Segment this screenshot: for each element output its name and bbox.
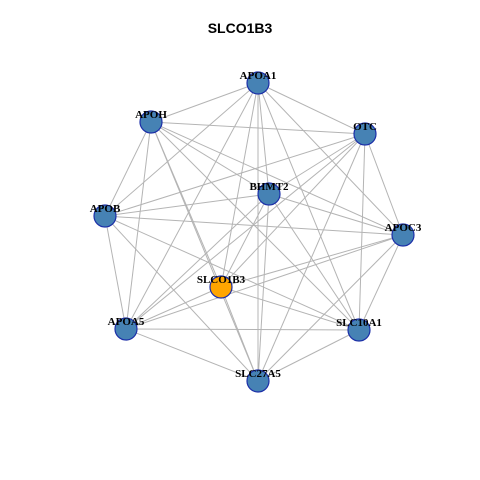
node-apoa1 bbox=[246, 71, 270, 95]
edge-apoh-apoa5 bbox=[125, 121, 152, 330]
node-slc27a5 bbox=[246, 369, 270, 393]
node-label-apoh: APOH bbox=[135, 109, 167, 121]
edge-apoa1-apoa5 bbox=[125, 82, 259, 330]
edge-apoc3-apoa5 bbox=[125, 234, 404, 330]
node-layer bbox=[93, 71, 415, 393]
edge-apoa1-otc bbox=[257, 82, 366, 135]
node-label-apoa1: APOA1 bbox=[240, 70, 277, 82]
node-slco1b3 bbox=[209, 275, 233, 299]
node-label-slc10a1: SLC10A1 bbox=[336, 317, 382, 329]
edge-slco1b3-slc27a5 bbox=[220, 286, 259, 382]
edge-apoh-apob bbox=[104, 121, 152, 217]
edge-apoc3-slc27a5 bbox=[257, 234, 404, 382]
edge-apoh-slc27a5 bbox=[150, 121, 259, 382]
node-apoa5 bbox=[114, 317, 138, 341]
edge-otc-bhmt2 bbox=[268, 133, 366, 195]
figure-title: SLCO1B3 bbox=[207, 20, 273, 36]
edge-apoa1-bhmt2 bbox=[257, 82, 270, 195]
node-slc10a1 bbox=[347, 318, 371, 342]
edge-bhmt2-apoa5 bbox=[125, 193, 270, 330]
node-label-slc27a5: SLC27A5 bbox=[235, 368, 281, 380]
node-apoh bbox=[139, 110, 163, 134]
edge-layer bbox=[104, 82, 404, 382]
node-label-slco1b3: SLCO1B3 bbox=[197, 274, 246, 286]
edge-otc-apob bbox=[104, 133, 366, 217]
edge-apoc3-slc10a1 bbox=[358, 234, 404, 331]
edge-apoc3-slco1b3 bbox=[220, 234, 404, 288]
edge-slco1b3-apoa5 bbox=[125, 286, 222, 330]
edge-slco1b3-slc10a1 bbox=[220, 286, 360, 331]
edge-apob-apoc3 bbox=[104, 215, 404, 236]
edge-otc-apoc3 bbox=[364, 133, 404, 236]
node-bhmt2 bbox=[257, 182, 281, 206]
edge-apoa5-slc27a5 bbox=[125, 328, 259, 382]
edge-apob-slc27a5 bbox=[104, 215, 259, 382]
edge-otc-slco1b3 bbox=[220, 133, 366, 288]
edge-apoa1-apoh bbox=[150, 82, 259, 123]
edge-apoa1-slco1b3 bbox=[220, 82, 259, 288]
edge-apob-apoa5 bbox=[104, 215, 127, 330]
edge-bhmt2-slc10a1 bbox=[268, 193, 360, 331]
node-apob bbox=[93, 204, 117, 228]
node-label-apoa5: APOA5 bbox=[108, 316, 145, 328]
edge-bhmt2-apoc3 bbox=[268, 193, 404, 236]
node-label-apoc3: APOC3 bbox=[385, 222, 422, 234]
edge-apoa1-apob bbox=[104, 82, 259, 217]
edge-apob-slc10a1 bbox=[104, 215, 360, 331]
edge-apoh-otc bbox=[150, 121, 366, 135]
node-otc bbox=[353, 122, 377, 146]
node-label-bhmt2: BHMT2 bbox=[249, 181, 289, 193]
edge-apoh-bhmt2 bbox=[150, 121, 270, 195]
edge-bhmt2-apob bbox=[104, 193, 270, 217]
edge-apoa5-slc10a1 bbox=[125, 328, 360, 331]
node-label-otc: OTC bbox=[353, 121, 377, 133]
node-label-apob: APOB bbox=[90, 203, 121, 215]
edge-otc-apoa5 bbox=[125, 133, 366, 330]
edge-slc10a1-slc27a5 bbox=[257, 329, 360, 382]
edge-apoa1-apoc3 bbox=[257, 82, 404, 236]
node-apoc3 bbox=[391, 223, 415, 247]
edge-apoh-apoc3 bbox=[150, 121, 404, 236]
